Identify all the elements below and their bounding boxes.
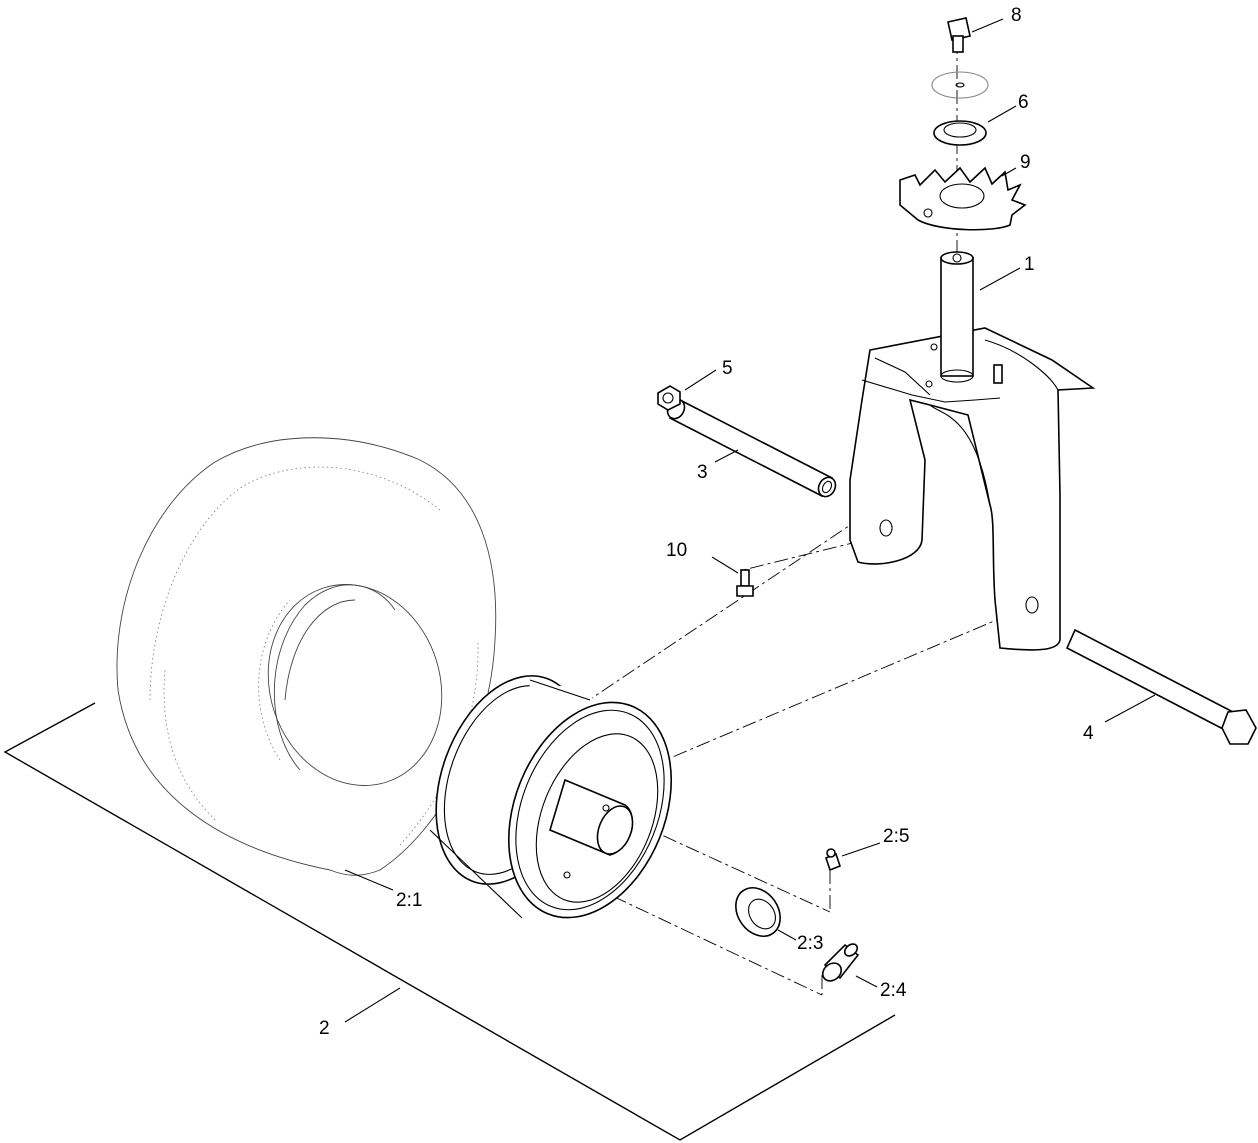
callout-2: 2 (319, 1018, 330, 1039)
bolt-top (947, 17, 971, 53)
flange-bushing (933, 120, 987, 146)
caster-fork (849, 251, 1096, 651)
callout-9: 9 (1020, 152, 1031, 173)
callout-6: 6 (1018, 92, 1029, 113)
lock-nut (657, 385, 681, 411)
leader-lines (344, 18, 1156, 1023)
thin-washer (931, 71, 989, 99)
callout-2-4: 2:4 (880, 980, 907, 1001)
callout-1: 1 (1024, 254, 1035, 275)
callout-10: 10 (666, 540, 687, 561)
wheel-rim (429, 675, 673, 919)
callout-2-3: 2:3 (797, 933, 823, 954)
assembly-bracket (3, 702, 896, 1141)
gear-indexing-washer (899, 166, 1027, 231)
callout-4: 4 (1083, 723, 1094, 744)
callout-2-5: 2:5 (883, 826, 909, 847)
small-bolt (736, 569, 754, 597)
wheel-bearing (735, 887, 781, 937)
callout-3: 3 (697, 462, 708, 483)
callout-8: 8 (1011, 5, 1022, 26)
valve-stem (821, 943, 860, 982)
axle-bolt (1065, 628, 1257, 745)
callout-2-1: 2:1 (396, 890, 422, 911)
tire (116, 437, 497, 876)
callout-labels: 1 2 2:1 2:3 2:4 2:5 3 4 5 6 8 9 10 (319, 5, 1094, 1039)
callout-5: 5 (722, 358, 733, 379)
grease-fitting (825, 848, 841, 872)
spacer-tube (666, 398, 837, 498)
